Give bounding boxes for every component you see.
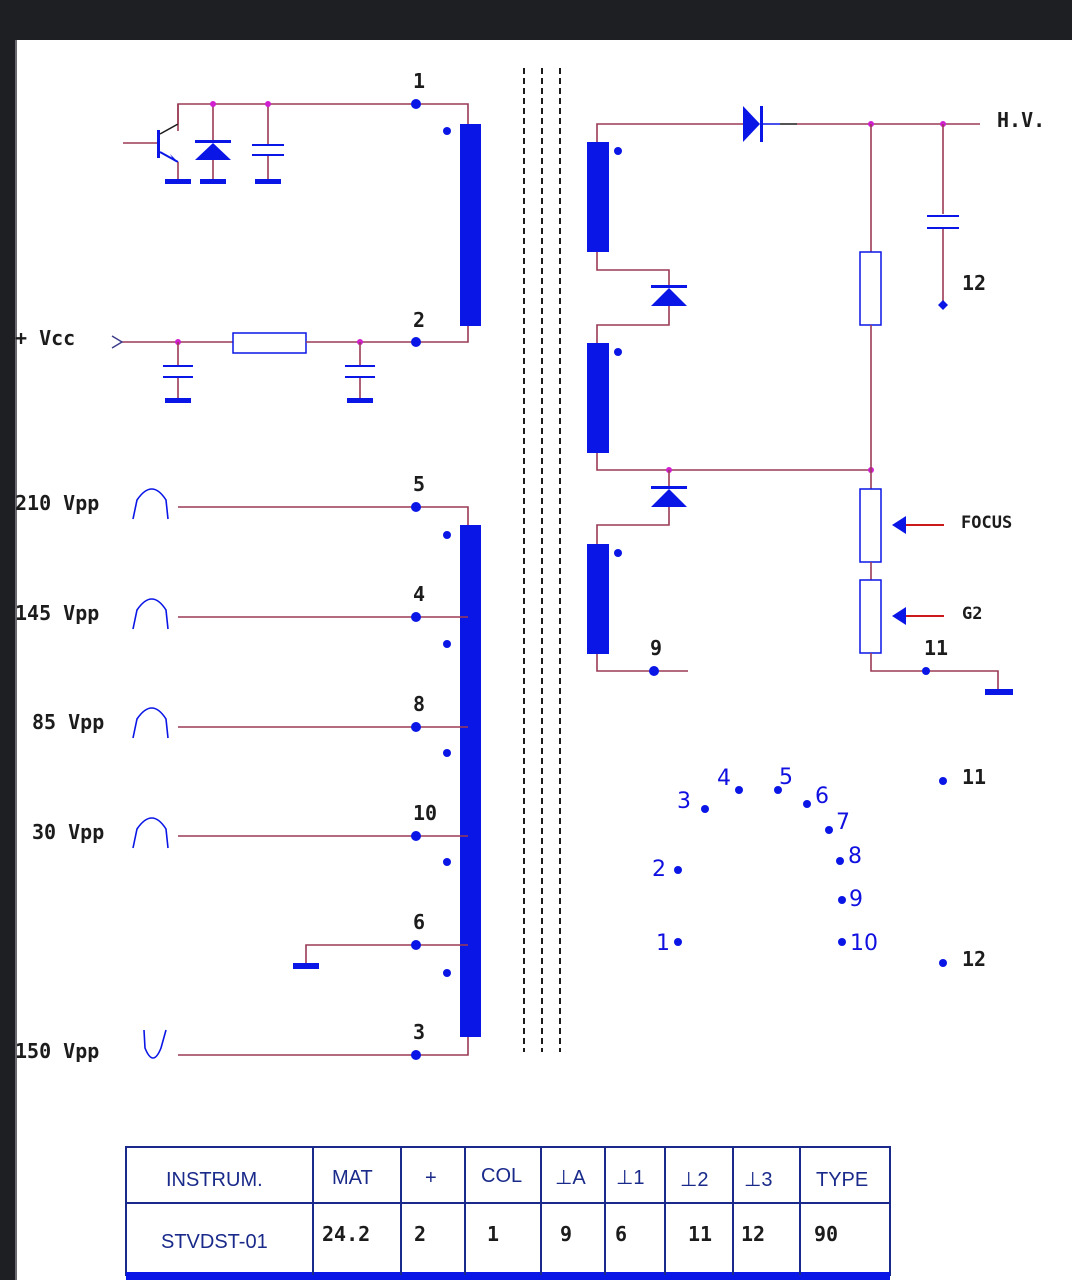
table-cell-ground-a: 9 <box>560 1222 572 1246</box>
output-150-label: 150 Vpp <box>15 1039 99 1063</box>
pin-4-label: 4 <box>413 582 425 606</box>
focus-label: FOCUS <box>961 513 1012 533</box>
spec-table <box>125 1146 891 1280</box>
pin-8-label: 8 <box>413 692 425 716</box>
pin-5-label: 5 <box>413 472 425 496</box>
secondary-circuit <box>587 106 1013 695</box>
table-header-mat: MAT <box>332 1167 373 1189</box>
table-cell-ground-3: 12 <box>741 1222 765 1246</box>
flyback-schematic: 1 2 + Vcc 5 4 8 10 6 3 210 Vpp <box>15 68 1045 1280</box>
table-cell-instrum: STVDST-01 <box>161 1231 268 1253</box>
base-pin-5: 5 <box>779 765 793 790</box>
base-pin-9: 9 <box>849 887 863 912</box>
hv-label: H.V. <box>997 108 1045 132</box>
pin-2-label: 2 <box>413 308 425 332</box>
schematic-frame: 1 2 + Vcc 5 4 8 10 6 3 210 Vpp <box>15 40 1072 1280</box>
base-pin-1: 1 <box>656 931 670 956</box>
table-header-plus: + <box>425 1167 437 1189</box>
pin-12-secondary-label: 12 <box>962 271 986 295</box>
table-header-col: COL <box>481 1165 522 1187</box>
g2-label: G2 <box>962 604 982 624</box>
table-cell-ground-2: 11 <box>688 1222 712 1246</box>
base-pin-8: 8 <box>848 844 862 869</box>
primary-winding <box>460 124 481 326</box>
table-cell-mat: 24.2 <box>322 1222 370 1246</box>
pin-9-secondary-label: 9 <box>650 636 662 660</box>
base-pin-6: 6 <box>815 784 829 809</box>
table-header-ground-3: ⊥3 <box>744 1169 773 1191</box>
pin-3-label: 3 <box>413 1020 425 1044</box>
base-pin-2: 2 <box>652 857 666 882</box>
output-210-label: 210 Vpp <box>15 491 99 515</box>
output-windings <box>132 488 481 1060</box>
primary-top-circuit <box>111 99 481 403</box>
table-header-type: TYPE <box>816 1169 868 1191</box>
output-30-label: 30 Vpp <box>32 820 104 844</box>
pin-11-secondary-label: 11 <box>924 636 948 660</box>
base-pinout <box>674 777 947 967</box>
base-pin-3: 3 <box>677 789 691 814</box>
vcc-label: + Vcc <box>15 326 75 350</box>
table-header-ground-a: ⊥A <box>555 1167 586 1189</box>
pin-1-label: 1 <box>413 69 425 93</box>
table-cell-ground-1: 6 <box>615 1222 627 1246</box>
pin-10-label: 10 <box>413 801 437 825</box>
table-cell-col: 1 <box>487 1222 499 1246</box>
output-85-label: 85 Vpp <box>32 710 104 734</box>
pin-6-label: 6 <box>413 910 425 934</box>
table-header-ground-2: ⊥2 <box>680 1169 709 1191</box>
table-header-instrum: INSTRUM. <box>166 1169 263 1191</box>
base-pin-7: 7 <box>836 810 850 835</box>
table-cell-type: 90 <box>814 1222 838 1246</box>
table-cell-plus: 2 <box>414 1222 426 1246</box>
table-header-ground-1: ⊥1 <box>616 1167 645 1189</box>
base-pin-10: 10 <box>850 931 878 956</box>
output-145-label: 145 Vpp <box>15 601 99 625</box>
transformer-core <box>523 68 561 1052</box>
base-pin-4: 4 <box>717 766 731 791</box>
base-pin-12: 12 <box>962 947 986 971</box>
base-pin-11: 11 <box>962 765 986 789</box>
